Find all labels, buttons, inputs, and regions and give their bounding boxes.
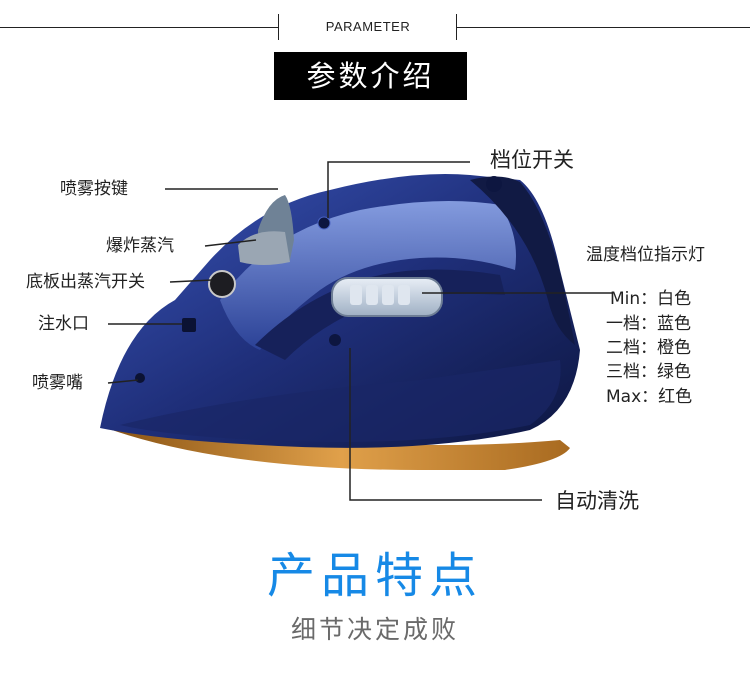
temp-level-3: 三档：绿色	[606, 362, 691, 382]
burst-steam-leader	[204, 239, 257, 247]
callout-temp-indicator: 温度档位指示灯	[586, 245, 705, 265]
temp-level-min: Min：白色	[610, 289, 692, 309]
temp-level-2: 二档：橙色	[606, 338, 691, 358]
temp-level-max: Max：红色	[606, 387, 693, 407]
callout-spray-nozzle: 喷雾嘴	[32, 373, 83, 393]
gear-switch-leader	[327, 161, 470, 218]
features-title: 产品特点	[266, 548, 483, 604]
temp-level-1: 一档：蓝色	[606, 314, 691, 334]
section-title: 参数介绍	[274, 52, 467, 100]
features-subtitle: 细节决定成败	[290, 615, 459, 644]
spray-nozzle-leader	[107, 379, 139, 384]
callout-burst-steam: 爆炸蒸汽	[106, 236, 174, 256]
callout-base-steam-switch: 底板出蒸汽开关	[26, 272, 145, 292]
callout-gear-switch: 档位开关	[490, 148, 574, 172]
header-line-right	[456, 27, 750, 28]
header-line-left	[0, 27, 278, 28]
header-tick-left	[278, 14, 279, 40]
callout-spray-button: 喷雾按键	[60, 179, 128, 199]
callout-self-clean: 自动清洗	[555, 489, 639, 513]
self-clean-leader	[349, 348, 542, 501]
steam-switch-leader	[169, 279, 213, 283]
parameter-label: PARAMETER	[325, 19, 411, 34]
callout-water-inlet: 注水口	[38, 314, 89, 334]
